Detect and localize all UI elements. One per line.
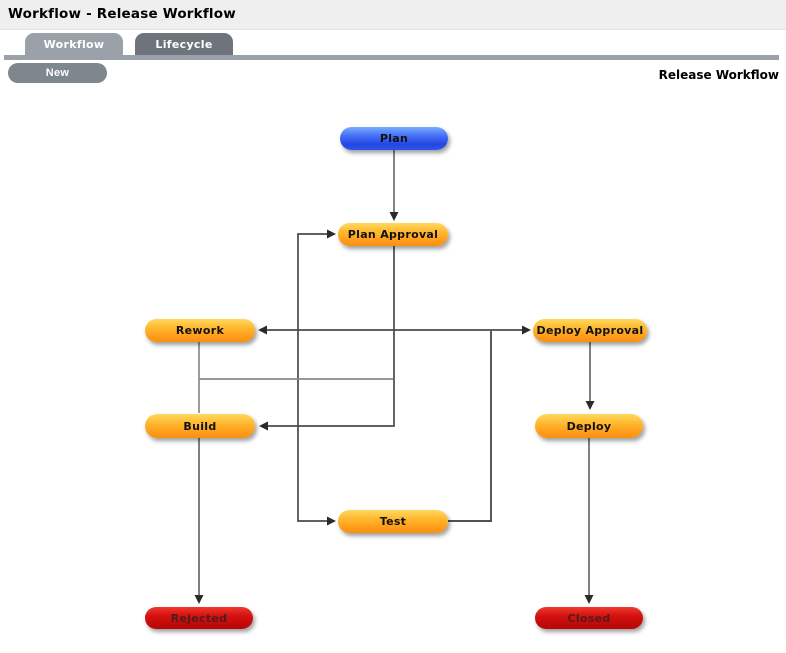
node-build[interactable]: Build [145,414,255,438]
page-title: Workflow - Release Workflow [8,6,236,22]
title-bar: Workflow - Release Workflow [0,0,786,30]
edge-plan-approval-to-build [268,246,395,427]
arrowhead-deploy-to-closed [584,595,594,604]
node-deploy[interactable]: Deploy [535,414,643,438]
arrowhead-rework-deploy-approval-horizontal [522,325,531,335]
arrowhead-loop-to-plan-approval-and-test [327,516,336,526]
node-rejected[interactable]: Rejected [145,607,253,629]
node-plan-approval[interactable]: Plan Approval [338,223,448,246]
node-closed[interactable]: Closed [535,607,643,629]
node-rework[interactable]: Rework [145,319,255,342]
node-test[interactable]: Test [338,510,448,533]
node-deploy-approval[interactable]: Deploy Approval [533,319,647,342]
tab-lifecycle[interactable]: Lifecycle [135,33,233,55]
tab-workflow[interactable]: Workflow [25,33,123,55]
tab-underline-bar [4,55,779,60]
arrowhead-loop-to-plan-approval-and-test [327,229,336,239]
arrowhead-deploy-approval-to-deploy [585,401,595,410]
new-button[interactable]: New [8,63,107,83]
node-plan[interactable]: Plan [340,127,448,150]
edge-loop-to-plan-approval-and-test [297,233,328,522]
arrowhead-plan-to-plan-approval [389,212,399,221]
edge-test-up-to-junction [448,331,492,522]
arrowhead-plan-approval-to-build [259,421,268,431]
arrowhead-rework-deploy-approval-horizontal [258,325,267,335]
arrowhead-build-to-rejected [194,595,204,604]
workflow-name-label: Release Workflow [658,68,779,82]
